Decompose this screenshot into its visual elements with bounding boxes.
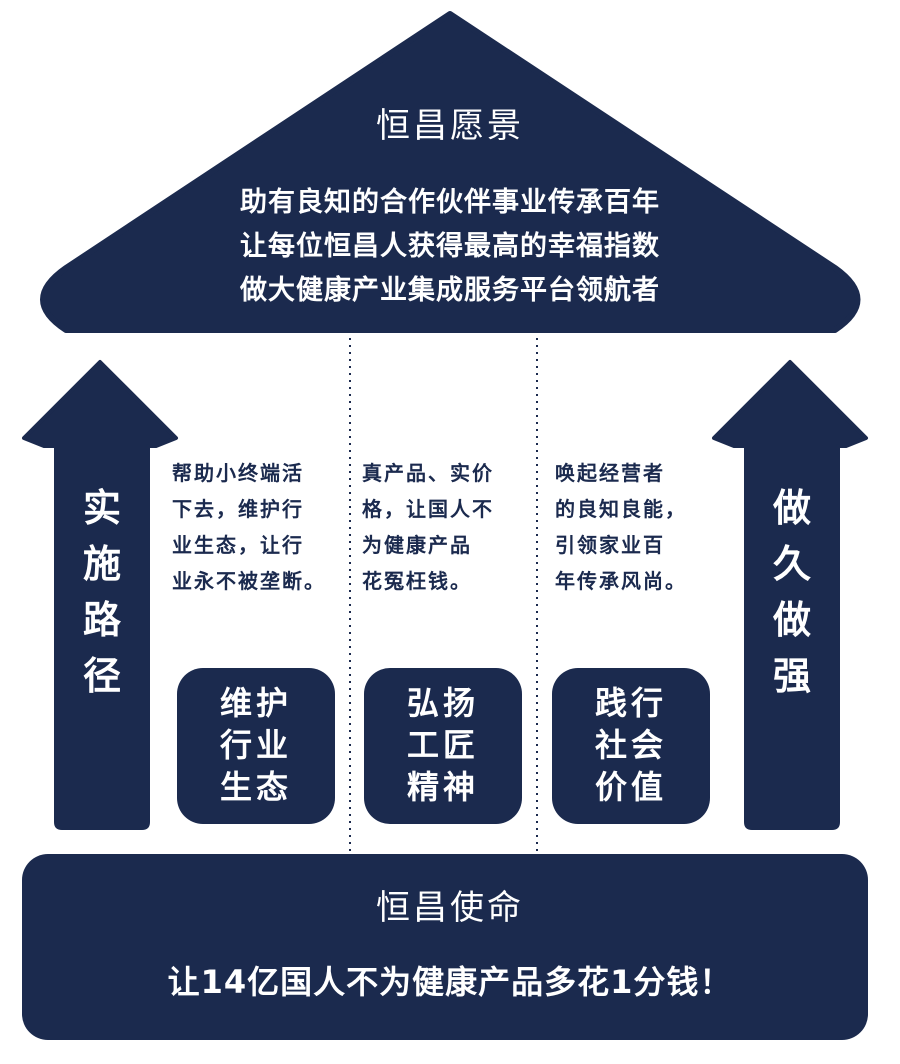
pillar-line: 践行: [594, 684, 667, 722]
left-arrow-char: 径: [82, 654, 121, 698]
column-2-description: 真产品、实价 格，让国人不 为健康产品 花冤枉钱。: [362, 455, 532, 599]
pillar-line: 精神: [406, 768, 479, 806]
vision-line-3: 做大健康产业集成服务平台领航者: [240, 275, 660, 306]
right-arrow-char: 做: [772, 598, 811, 642]
description-line: 下去，维护行: [172, 497, 304, 521]
description-line: 引领家业百: [555, 533, 665, 557]
pillar-line: 价值: [594, 768, 667, 806]
pillar-line: 工匠: [406, 726, 479, 764]
pillar-box-3: [552, 668, 710, 824]
right-arrow-char: 做: [772, 486, 811, 530]
pillar-line: 行业: [219, 726, 292, 764]
description-line: 为健康产品: [362, 533, 472, 557]
mission-statement: 让14亿国人不为健康产品多花1分钱！: [167, 963, 733, 1001]
description-line: 帮助小终端活: [172, 461, 304, 485]
left-arrow-char: 实: [82, 486, 121, 530]
column-1-description: 帮助小终端活 下去，维护行 业生态，让行 业永不被垄断。: [172, 455, 342, 599]
description-line: 年传承风尚。: [555, 569, 687, 593]
pillar-line: 弘扬: [406, 684, 479, 722]
pillar-box-2: [364, 668, 522, 824]
right-arrow: [712, 360, 868, 830]
mission-base: [22, 854, 868, 1040]
column-3-description: 唤起经营者 的良知良能， 引领家业百 年传承风尚。: [555, 455, 725, 599]
left-arrow-char: 路: [82, 598, 121, 642]
description-line: 业生态，让行: [172, 533, 304, 557]
pillar-line: 社会: [594, 726, 667, 764]
mission-title: 恒昌使命: [376, 888, 524, 928]
left-arrow: [22, 360, 178, 830]
description-line: 的良知良能，: [555, 497, 687, 521]
description-line: 花冤枉钱。: [362, 569, 472, 593]
left-arrow-label: 实 施 路 径: [72, 480, 132, 704]
left-arrow-char: 施: [82, 542, 121, 586]
right-arrow-char: 久: [772, 542, 811, 586]
vision-line-1: 助有良知的合作伙伴事业传承百年: [240, 187, 660, 218]
pillar-2-label: 弘扬 工匠 精神: [364, 682, 522, 808]
pillar-3-label: 践行 社会 价值: [552, 682, 710, 808]
pillar-box-1: [177, 668, 335, 824]
pillar-line: 生态: [219, 768, 292, 806]
description-line: 唤起经营者: [555, 461, 665, 485]
right-arrow-label: 做 久 做 强: [762, 480, 822, 704]
pillar-line: 维护: [219, 684, 292, 722]
vision-roof: [40, 11, 861, 333]
vision-title: 恒昌愿景: [376, 106, 524, 146]
vision-line-2: 让每位恒昌人获得最高的幸福指数: [240, 231, 660, 262]
pillar-1-label: 维护 行业 生态: [177, 682, 335, 808]
description-line: 真产品、实价: [362, 461, 494, 485]
description-line: 业永不被垄断。: [172, 569, 326, 593]
description-line: 格，让国人不: [362, 497, 494, 521]
right-arrow-char: 强: [772, 654, 811, 698]
